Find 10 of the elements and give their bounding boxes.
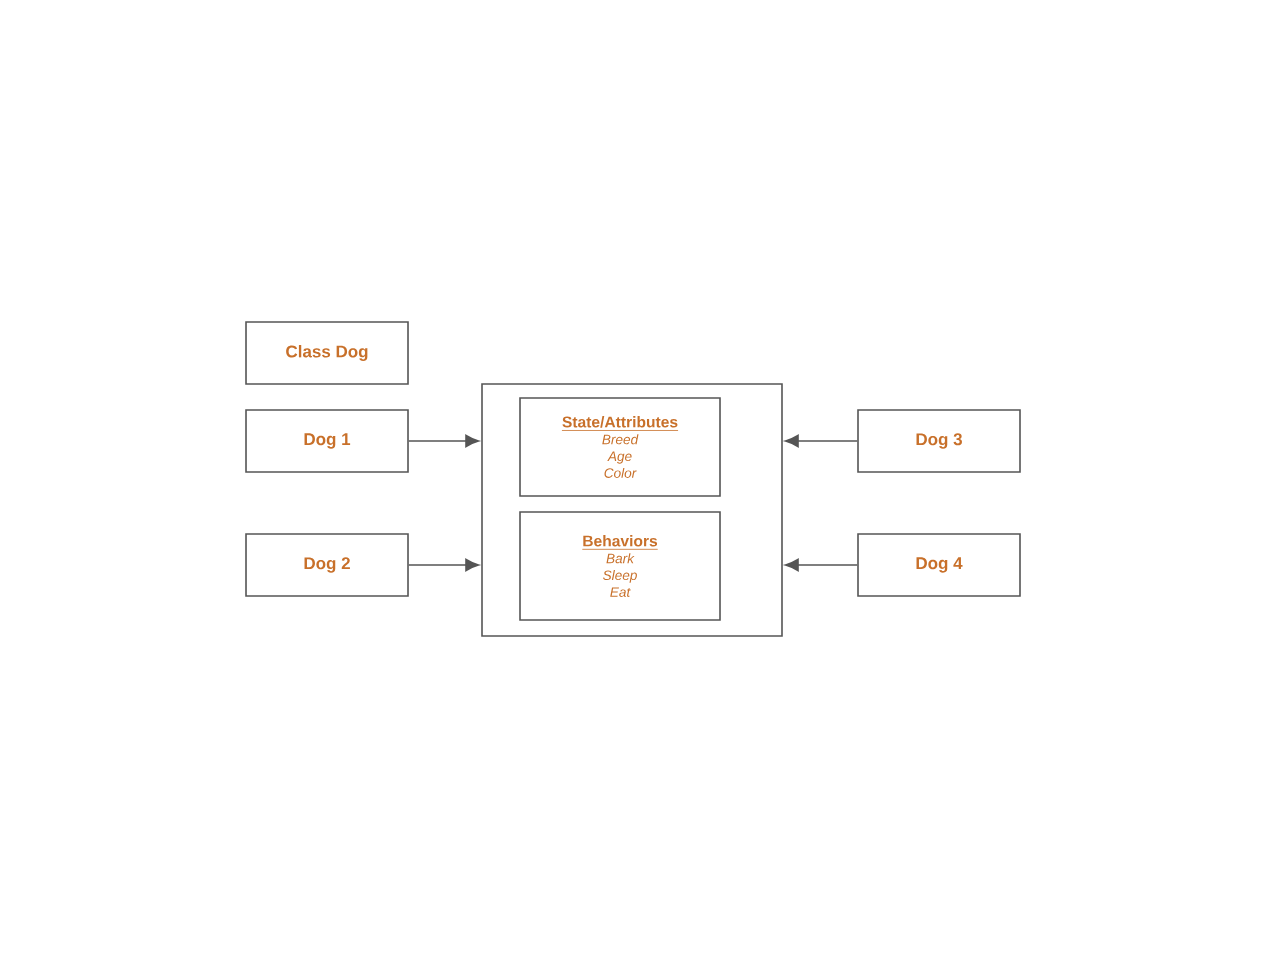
class-box: Class Dog <box>245 321 409 385</box>
arrow <box>784 558 858 572</box>
class-box: Dog 3 <box>857 409 1021 473</box>
arrow <box>784 434 858 448</box>
class-box: Dog 4 <box>857 533 1021 597</box>
class-box: Dog 1 <box>245 409 409 473</box>
container-box <box>481 383 783 637</box>
class-box: Dog 2 <box>245 533 409 597</box>
arrow <box>408 434 480 448</box>
arrow <box>408 558 480 572</box>
